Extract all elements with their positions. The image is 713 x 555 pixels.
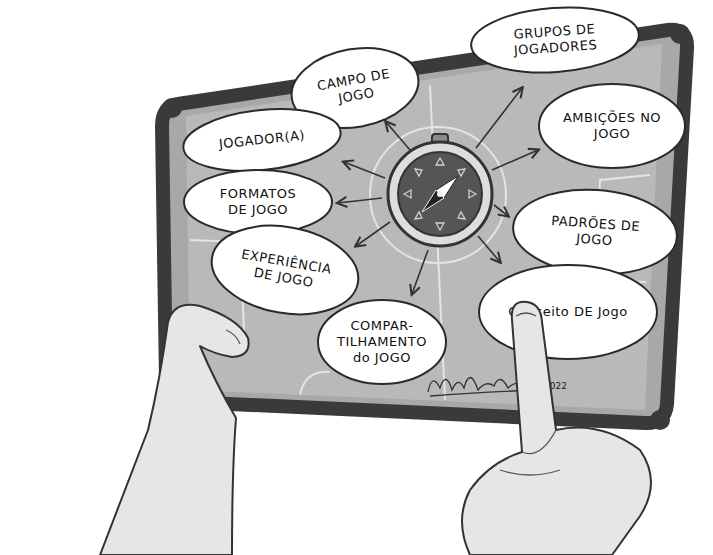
ellipse-shape	[318, 300, 446, 384]
ellipse-shape	[469, 2, 641, 78]
arrow	[412, 250, 428, 294]
compass-pivot	[437, 191, 443, 197]
knuckle-lines	[500, 430, 560, 475]
ellipse-shape	[539, 84, 685, 168]
topic-label: FORMATOS DE JOGO	[208, 186, 308, 219]
compass-needle	[436, 176, 458, 198]
corner-knob	[162, 388, 182, 408]
arrow	[492, 150, 538, 170]
compass-needle	[422, 190, 444, 212]
ellipse-shape	[184, 170, 332, 234]
field-corner-arc	[300, 372, 330, 395]
corner-knob	[670, 24, 690, 44]
arrow	[386, 122, 410, 150]
topic-ellipse: COMPAR- TILHAMENTO do JOGO	[316, 298, 448, 386]
topic-ellipse: AMBIÇÕES NO JOGO	[537, 82, 687, 170]
topic-ellipse: Conceito DE Jogo	[477, 263, 659, 361]
left-hand	[100, 305, 249, 555]
topic-ellipse: GRUPOS DE JOGADORES	[467, 0, 643, 80]
arrow	[356, 222, 390, 246]
tablet-body	[162, 30, 687, 423]
signature	[428, 377, 540, 396]
topic-label: COMPAR- TILHAMENTO do JOGO	[330, 318, 434, 367]
tablet-frame	[162, 24, 690, 430]
ellipse-shape	[510, 184, 679, 279]
arrow	[476, 88, 522, 148]
ellipse-shape	[180, 102, 343, 178]
fingernail	[516, 313, 536, 316]
arrow	[478, 236, 500, 262]
ellipse-shape	[479, 265, 657, 359]
arrow	[344, 162, 385, 178]
corner-knob	[650, 410, 670, 430]
topic-label: Conceito DE Jogo	[508, 304, 628, 320]
arrow	[338, 198, 382, 203]
signature-year: 2022	[544, 381, 567, 391]
right-hand	[462, 302, 651, 555]
topic-ellipse: JOGADOR(A)	[178, 100, 346, 181]
arrow	[494, 205, 508, 216]
corner-knob	[162, 98, 182, 118]
thumbnail	[226, 330, 240, 344]
topic-label: AMBIÇÕES NO JOGO	[562, 110, 662, 143]
compass-ticks	[404, 158, 476, 230]
compass-ring	[388, 142, 492, 246]
compass	[388, 134, 492, 246]
field-center-circle	[370, 127, 506, 263]
compass-dial	[398, 152, 482, 236]
